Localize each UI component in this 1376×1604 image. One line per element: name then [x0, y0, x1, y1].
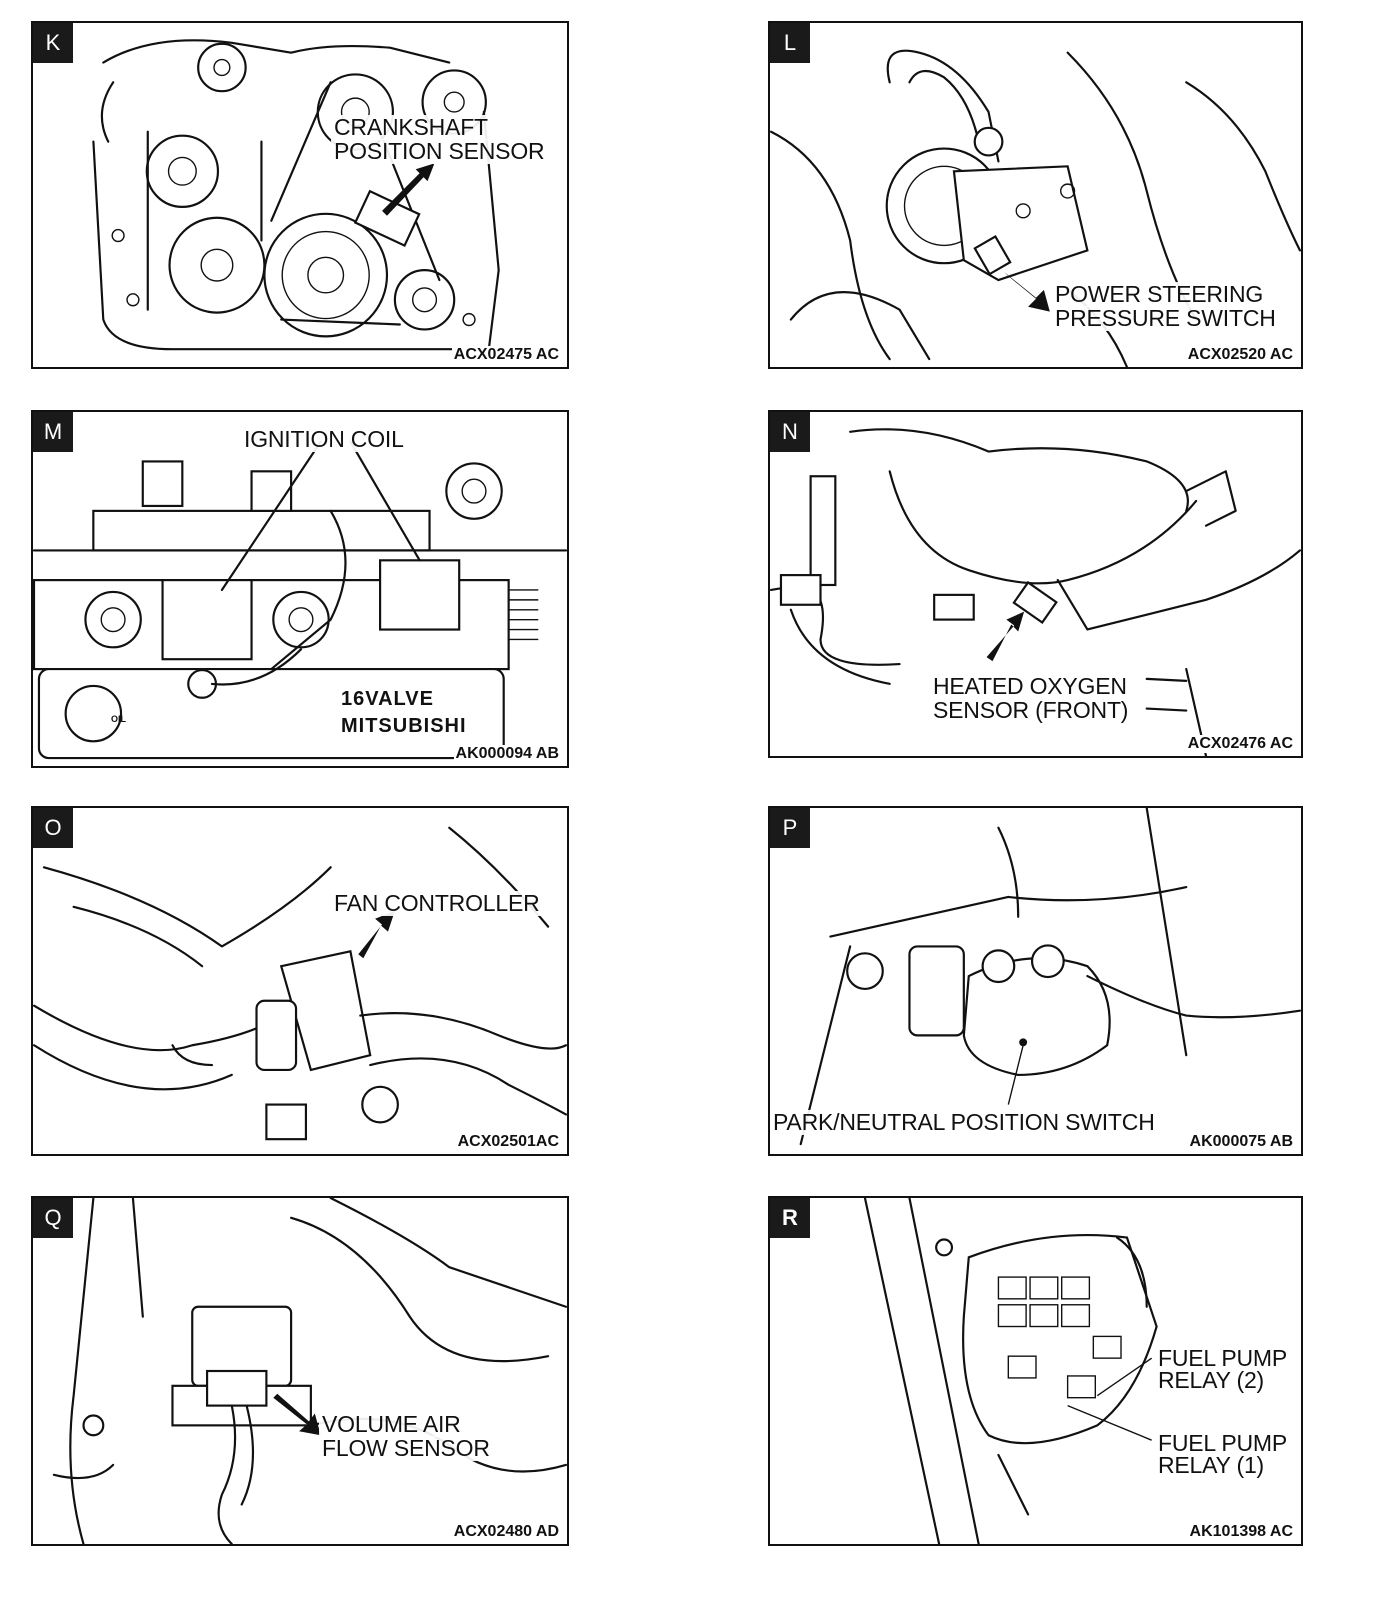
oxygen-sensor-illustration — [770, 428, 1301, 756]
callout-label: RELAY (2) — [1155, 1368, 1268, 1393]
diagram-panel-n: N HEATED OXYGEN SENSOR (FRONT) ACX02476 … — [768, 410, 1303, 758]
crankshaft-engine-illustration — [92, 39, 500, 351]
panel-letter: Q — [33, 1198, 73, 1238]
callout-label: FUEL PUMP — [1155, 1346, 1290, 1371]
callout-label: PRESSURE SWITCH — [1052, 306, 1279, 331]
panel-letter: P — [770, 808, 810, 848]
diagram-panel-q: Q VOLUME AIR FLOW SENSOR ACX02480 AD — [31, 1196, 569, 1546]
oil-cap-text: OIL — [111, 714, 126, 724]
figure-code: ACX02520 AC — [1185, 346, 1295, 364]
panel-letter: R — [770, 1198, 810, 1238]
fuel-pump-relay-illustration — [863, 1198, 1158, 1544]
figure-code: AK000075 AB — [1187, 1133, 1295, 1151]
figure-code: ACX02501AC — [455, 1133, 561, 1151]
callout-label: VOLUME AIR — [319, 1412, 464, 1437]
figure-code: ACX02480 AD — [451, 1523, 561, 1541]
callout-label: IGNITION COIL — [241, 427, 407, 452]
diagram-panel-l: L POWER STEERING PRESSURE SWITCH ACX0252… — [768, 21, 1303, 369]
callout-label: HEATED OXYGEN — [930, 674, 1130, 699]
figure-code: AK000094 AB — [453, 745, 561, 763]
park-neutral-switch-illustration — [799, 808, 1301, 1146]
callout-label: SENSOR (FRONT) — [930, 698, 1132, 723]
panel-letter: M — [33, 412, 73, 452]
figure-code: ACX02475 AC — [451, 346, 561, 364]
diagram-panel-m: M IGNITION COIL OIL 16VALVE MITSUBISHI A… — [31, 410, 569, 768]
panel-letter: O — [33, 808, 73, 848]
figure-code: ACX02476 AC — [1185, 735, 1295, 753]
callout-label: PARK/NEUTRAL POSITION SWITCH — [770, 1110, 1158, 1135]
callout-label: FUEL PUMP — [1155, 1431, 1290, 1456]
air-flow-sensor-illustration — [52, 1198, 567, 1544]
ignition-coil-engine-illustration — [33, 440, 567, 760]
callout-label: FAN CONTROLLER — [331, 891, 543, 916]
diagram-panel-r: R FUEL PUMP RELAY (2) FUEL PUMP RELAY (1… — [768, 1196, 1303, 1546]
diagram-panel-k: K CRANKSHAFT POSITION SENSOR ACX02475 AC — [31, 21, 569, 369]
engine-brand-line: MITSUBISHI — [341, 715, 467, 737]
callout-label: FLOW SENSOR — [319, 1436, 493, 1461]
diagram-panel-o: O FAN CONTROLLER ACX02501AC — [31, 806, 569, 1156]
callout-label: POWER STEERING — [1052, 282, 1267, 307]
panel-letter: L — [770, 23, 810, 63]
diagram-panel-p: P PARK/NEUTRAL POSITION SWITCH AK000075 … — [768, 806, 1303, 1156]
panel-letter: N — [770, 412, 810, 452]
engine-brand-line: 16VALVE — [341, 688, 434, 710]
callout-label: CRANKSHAFT — [331, 115, 491, 140]
callout-label: RELAY (1) — [1155, 1453, 1268, 1478]
figure-code: AK101398 AC — [1187, 1523, 1295, 1541]
callout-label: POSITION SENSOR — [331, 139, 548, 164]
fan-controller-illustration — [33, 826, 567, 1141]
panel-letter: K — [33, 23, 73, 63]
